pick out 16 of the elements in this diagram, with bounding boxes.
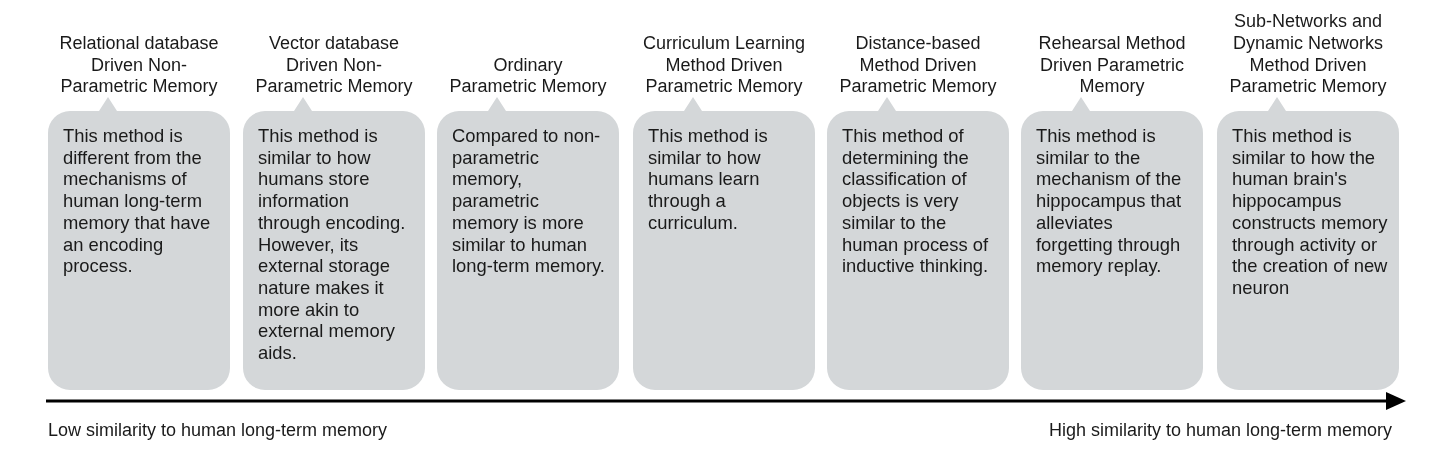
bubble-heading: Sub-Networks and Dynamic Networks Method Driven Parametric Memory xyxy=(1228,11,1388,98)
bubble-heading: Curriculum Learning Method Driven Parametric Memory xyxy=(641,32,807,98)
bubble-heading: Ordinary Parametric Memory xyxy=(448,54,608,98)
bubble-text: This method is different from the mechanisms of human long-term memory that have an encoding process. xyxy=(63,125,212,277)
bubble-text: Compared to non-parametric memory, parametric memory is more similar to human long-term memory. xyxy=(452,125,606,277)
bubble-text: This method of determining the classification of objects is very similar to the human process of inductive thinking. xyxy=(842,125,990,277)
bubble-text: This method is similar to how the human brain's hippocampus constructs memory through activity or the creation of new neuron xyxy=(1232,125,1389,299)
bubble-heading: Distance-based Method Driven Parametric Memory xyxy=(838,32,998,98)
axis-label: Low similarity to human long-term memory xyxy=(48,419,388,441)
bubble-text: This method is similar to how humans store information through encoding. However, its external storage nature makes it more akin to external memory aids. xyxy=(258,125,407,364)
bubble-heading: Vector database Driven Non-Parametric Memory xyxy=(254,32,414,98)
bubble-heading: Rehearsal Method Driven Parametric Memory xyxy=(1037,32,1187,98)
axis-label: High similarity to human long-term memory xyxy=(1048,419,1392,441)
bubble-heading: Relational database Driven Non-Parametric Memory xyxy=(58,32,220,98)
bubble-text: This method is similar to how humans learn through a curriculum. xyxy=(648,125,769,234)
bubble-text: This method is similar to the mechanism of the hippocampus that alleviates forgetting through memory replay. xyxy=(1036,125,1183,277)
